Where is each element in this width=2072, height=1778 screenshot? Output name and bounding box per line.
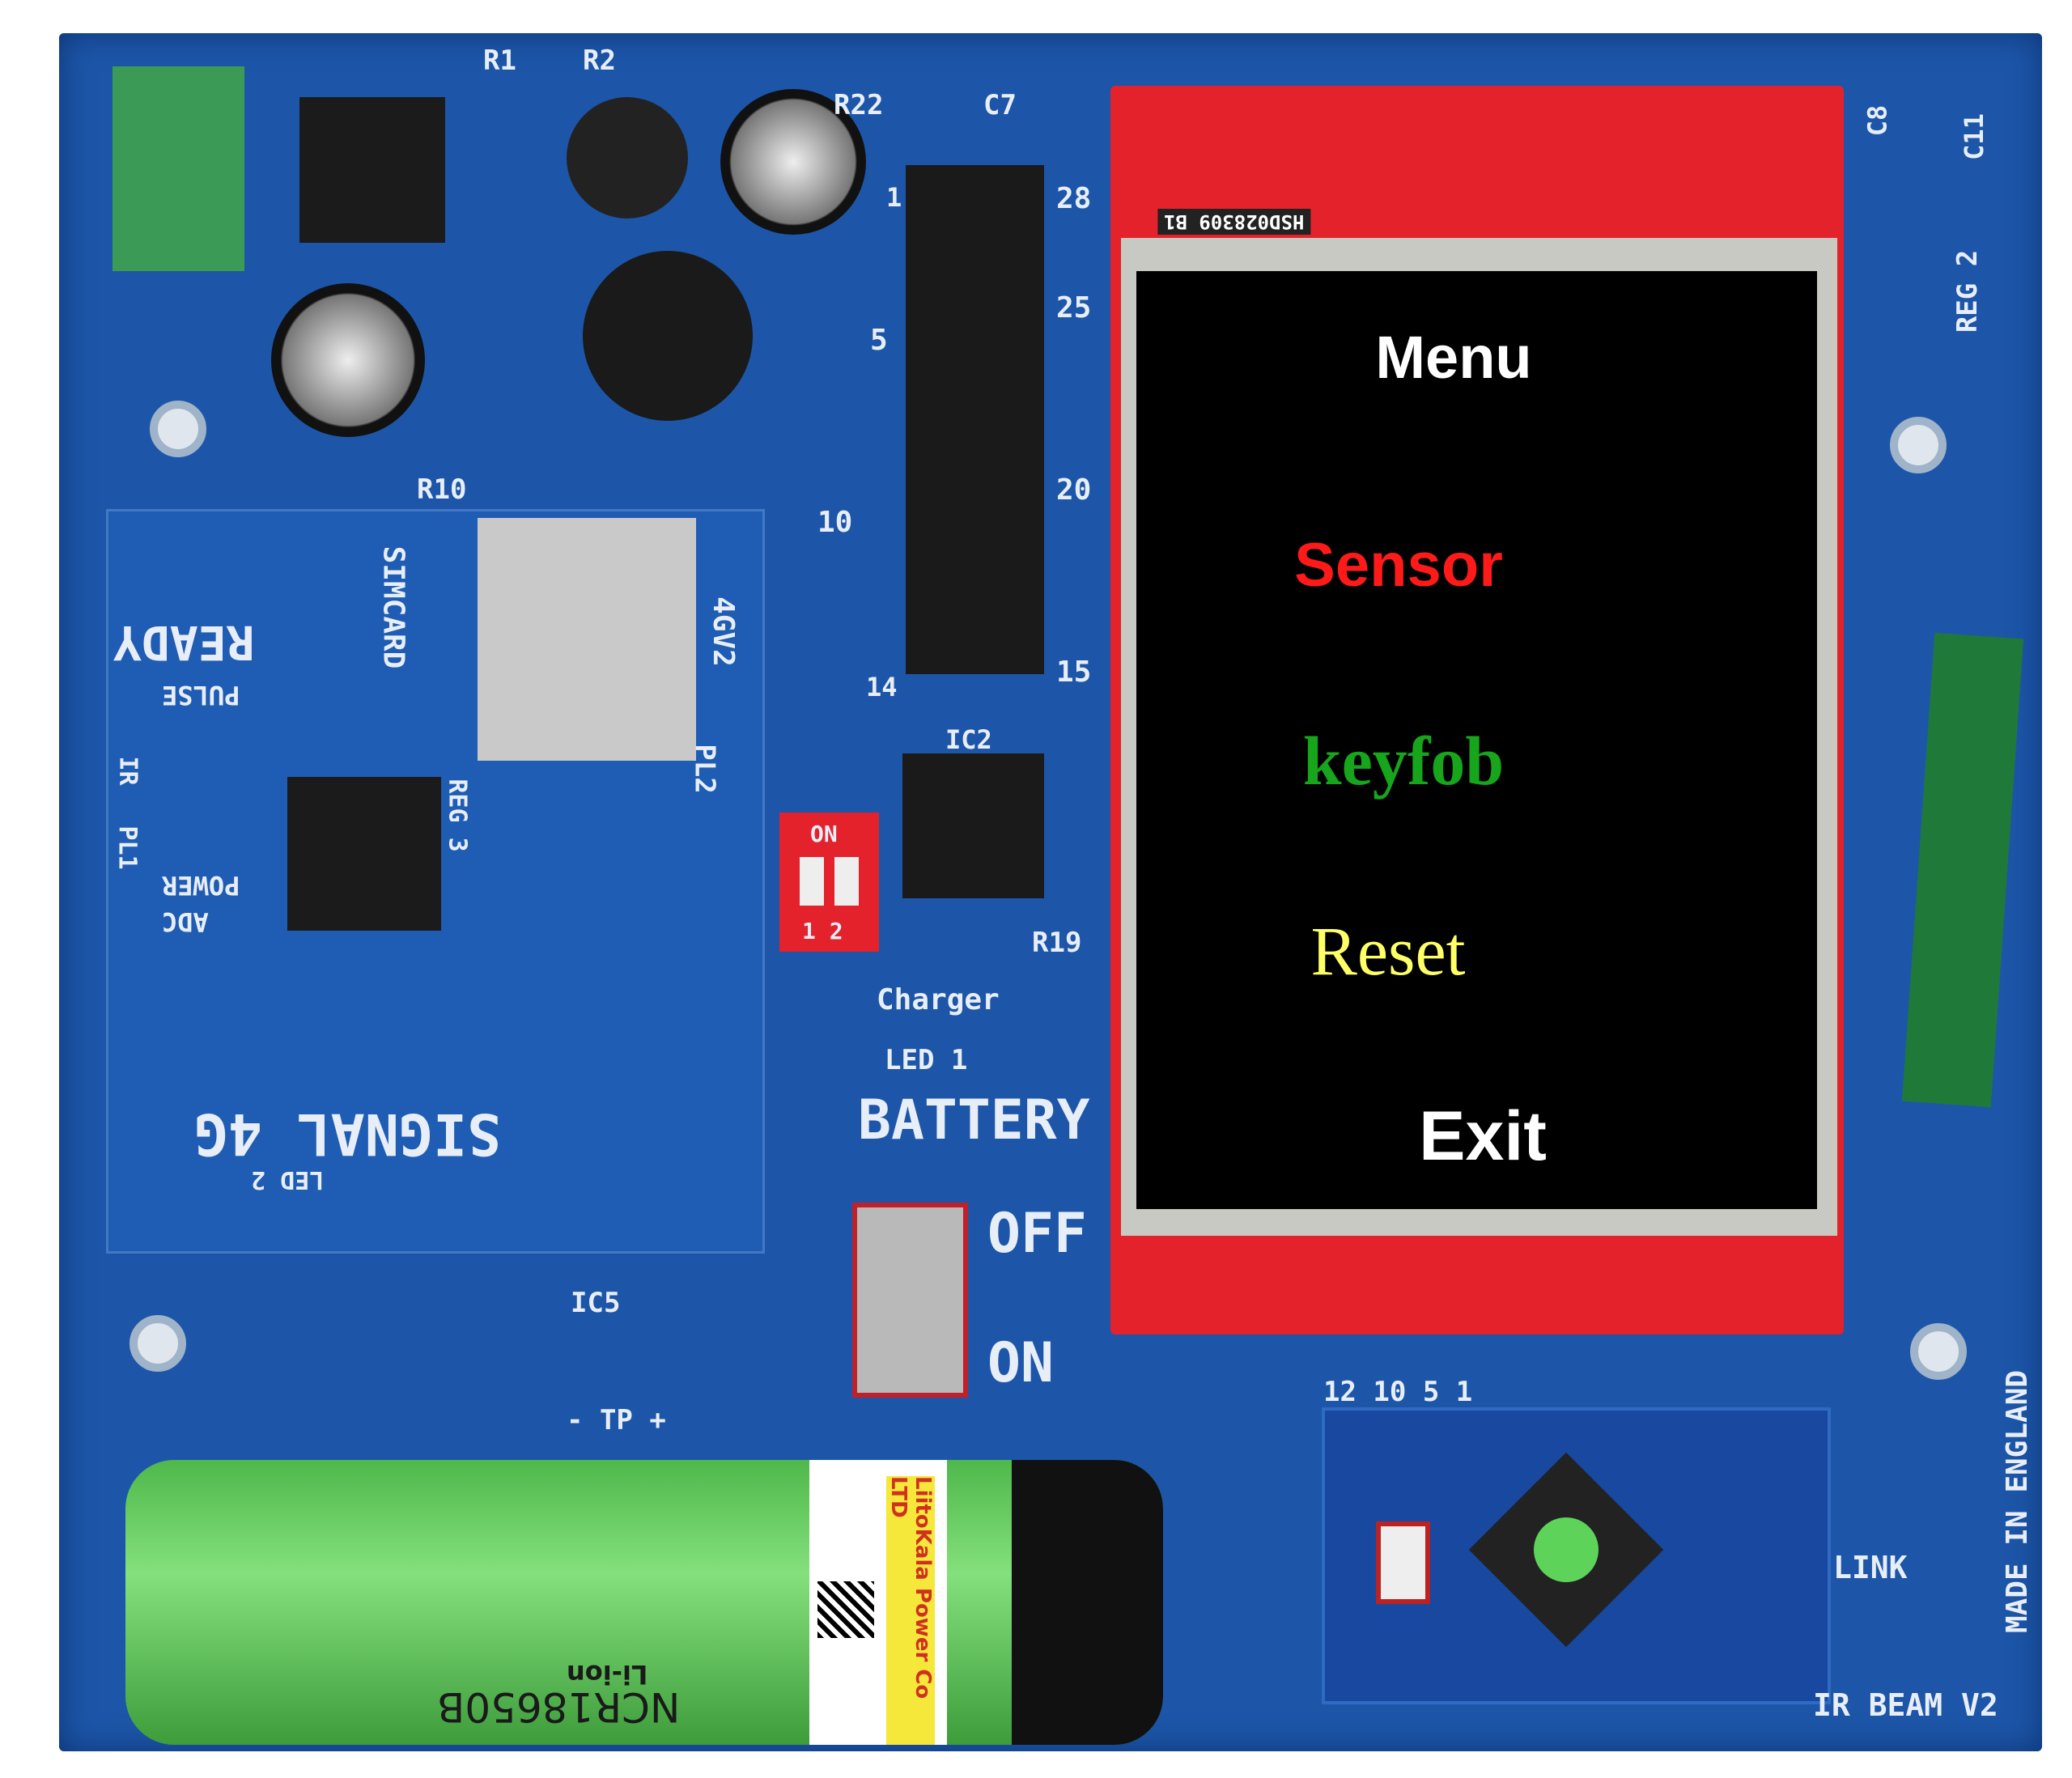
buzzer: [583, 251, 753, 421]
mounting-hole: [1890, 417, 1947, 473]
label-r19: R19: [1032, 927, 1082, 959]
menu-item-reset[interactable]: Reset: [1310, 912, 1466, 990]
label-led1: LED 1: [885, 1044, 968, 1076]
label-signal-4g: SIGNAL 4G: [194, 1101, 502, 1167]
menu-item-exit[interactable]: Exit: [1419, 1097, 1547, 1175]
label-ic5: IC5: [571, 1287, 621, 1319]
dip-on-label: ON: [810, 821, 838, 847]
board-name: IR BEAM V2: [1813, 1687, 1998, 1723]
dip-numbers: 1 2: [802, 918, 843, 944]
label-reg2: REG 2: [1951, 249, 1985, 333]
label-ic2: IC2: [945, 724, 992, 755]
pin-label: 14: [866, 672, 898, 702]
mounting-hole: [130, 1315, 186, 1372]
battery-18650: [125, 1460, 1163, 1745]
label-c11: C11: [1958, 113, 1989, 160]
pin-label: 25: [1056, 291, 1092, 325]
label-4gv2: 4GV2: [706, 596, 740, 667]
label-simcard: SIMCARD: [376, 545, 410, 669]
pin-label: 5: [870, 324, 888, 357]
label-r10: R10: [417, 473, 467, 506]
label-on: ON: [987, 1331, 1054, 1395]
label-pulse: PULSE: [162, 680, 240, 711]
pin-label: 1: [886, 182, 902, 213]
ic2-chip: [902, 753, 1044, 898]
battery-brand-wrap: LiitoKala Power Co LTD: [809, 1460, 947, 1745]
regulator-chip: [299, 97, 445, 243]
lcd-screen[interactable]: Menu Sensor keyfob Reset Exit: [1136, 271, 1817, 1209]
label-pl1: PL1: [113, 825, 142, 870]
reset-button[interactable]: [1376, 1521, 1430, 1604]
label-c8: C8: [1862, 104, 1893, 137]
pin-label: 15: [1056, 656, 1092, 689]
mcu-marker-dot: [1534, 1517, 1599, 1582]
label-charger: Charger: [877, 983, 1000, 1016]
mounting-hole: [150, 401, 206, 457]
label-c7: C7: [983, 89, 1017, 121]
battery-cap: [1012, 1460, 1163, 1745]
qr-code: [817, 1581, 874, 1638]
power-terminal: [113, 66, 244, 271]
battery-model: NCR18650B: [437, 1683, 681, 1730]
label-reg3: REG 3: [443, 779, 472, 852]
display-model-label: HSD028309 B1: [1157, 209, 1311, 235]
label-link: LINK: [1833, 1550, 1908, 1585]
label-ir: IR: [113, 756, 142, 786]
dip-toggle-1[interactable]: [800, 857, 824, 906]
battery-brand: LiitoKala Power Co LTD: [886, 1476, 935, 1745]
label-led2: LED 2: [251, 1165, 325, 1194]
inductor: [567, 97, 688, 219]
label-tp: - TP +: [567, 1404, 666, 1436]
capacitor: [720, 89, 866, 235]
label-pl2: PL2: [688, 744, 721, 794]
label-r1: R1: [483, 45, 516, 77]
label-off: OFF: [987, 1202, 1087, 1266]
menu-item-keyfob[interactable]: keyfob: [1302, 722, 1505, 800]
label-ready: READY: [113, 615, 255, 670]
regulator-chip: [287, 777, 441, 931]
pin-label: 10: [817, 506, 853, 539]
mounting-hole: [1910, 1323, 1967, 1380]
label-power: POWER: [162, 870, 240, 901]
sim-card-slot: [478, 518, 696, 761]
pin-label: 20: [1056, 473, 1092, 507]
dip-toggle-2[interactable]: [834, 857, 859, 906]
label-r2: R2: [583, 45, 616, 77]
label-made-in-england: MADE IN ENGLAND: [2001, 1369, 2035, 1634]
menu-item-sensor[interactable]: Sensor: [1294, 531, 1503, 600]
pin-label: 28: [1056, 182, 1092, 215]
dip-switch[interactable]: ON 1 2: [779, 813, 879, 952]
power-toggle-switch[interactable]: [852, 1203, 968, 1398]
battery-type: Li-ion: [567, 1659, 648, 1690]
capacitor: [271, 283, 425, 437]
menu-title: Menu: [1375, 324, 1532, 391]
microcontroller-chip: [906, 165, 1044, 674]
label-r22: R22: [834, 89, 884, 121]
label-adc: ADC: [162, 906, 209, 937]
mini-pin-labels: 12 10 5 1: [1323, 1376, 1473, 1408]
label-battery: BATTERY: [858, 1088, 1090, 1152]
